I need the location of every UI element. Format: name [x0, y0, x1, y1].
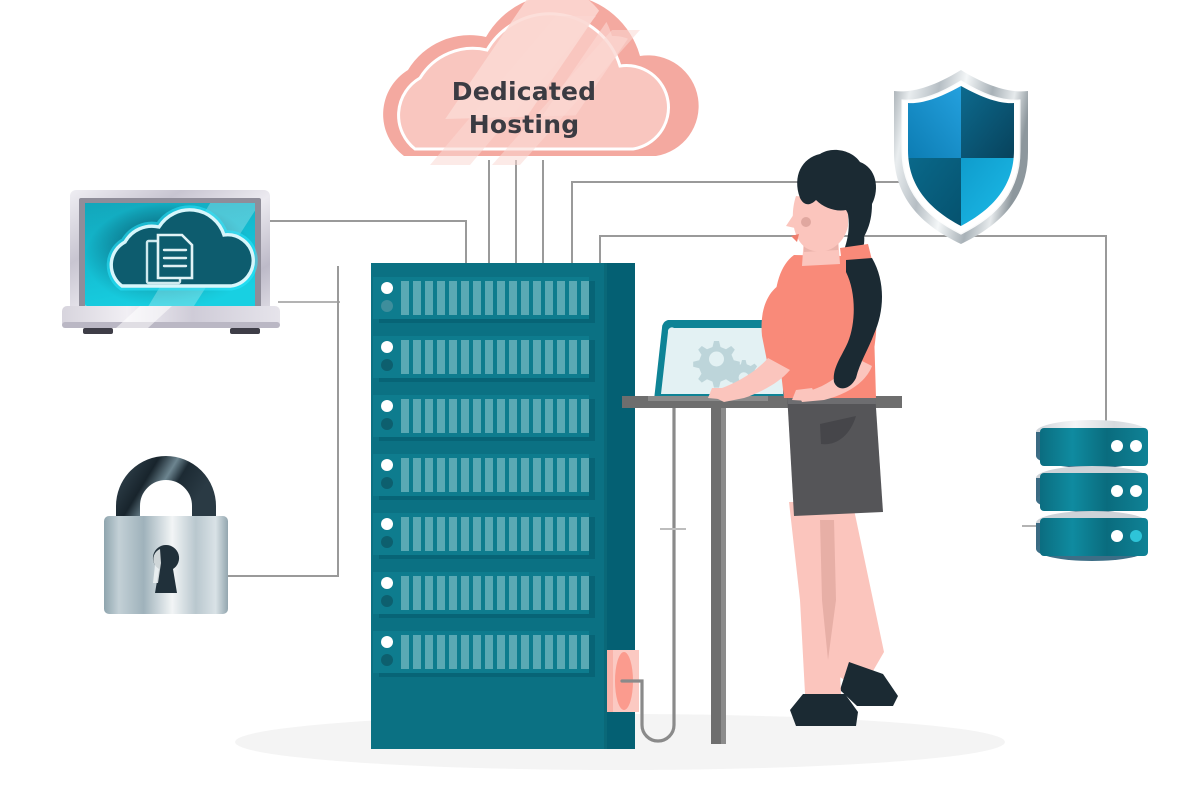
- person-hair-side: [844, 206, 865, 258]
- shield-highlight: [901, 80, 1021, 235]
- cloud-label-line2: Hosting: [469, 110, 580, 139]
- desk-leg-left-highlight: [721, 404, 726, 744]
- cloud-ring-highlight: [430, 16, 640, 165]
- database-led: [1130, 440, 1142, 452]
- server-unit: [373, 395, 595, 441]
- administrator-person: [708, 149, 898, 726]
- person-leg-front-shade: [820, 520, 836, 660]
- database-led: [1130, 485, 1142, 497]
- server-unit-bars: [401, 576, 589, 610]
- laptop-base-highlight: [116, 306, 172, 328]
- person-shoe-front: [790, 694, 858, 726]
- database-disk-3-body: [1040, 518, 1148, 556]
- server-led-off: [381, 418, 393, 430]
- server-units: [373, 277, 595, 677]
- workstation-group: [622, 149, 902, 744]
- person-shoe-back: [840, 662, 898, 706]
- laptop-foot-right: [230, 328, 260, 334]
- server-unit: [373, 277, 595, 323]
- cloud-with-documents-icon: [106, 205, 258, 291]
- document-lines-icon: [162, 248, 188, 268]
- server-led-on: [381, 459, 393, 471]
- person-nose: [786, 214, 795, 228]
- work-laptop: [654, 320, 789, 400]
- server-power-panel-edge: [607, 650, 613, 712]
- person-arm-right: [761, 282, 800, 376]
- database-disk-1-body: [1040, 428, 1148, 466]
- server-unit-bars: [401, 399, 589, 433]
- server-unit-bars: [401, 458, 589, 492]
- dedicated-hosting-cloud: Dedicated Hosting: [383, 0, 699, 165]
- server-unit-bars: [401, 635, 589, 669]
- server-led-off: [381, 654, 393, 666]
- padlock: [104, 456, 228, 614]
- server-led-off: [381, 359, 393, 371]
- person-ear: [801, 217, 811, 227]
- server-led-off: [381, 477, 393, 489]
- connector-laptop-to-server: [262, 220, 467, 266]
- cloud-storage-laptop: [62, 190, 280, 334]
- server-unit-bars: [401, 281, 589, 315]
- server-unit: [373, 513, 595, 559]
- document-front-icon: [156, 233, 194, 280]
- database-stack: [1036, 420, 1148, 561]
- server-led-off: [381, 595, 393, 607]
- person-face: [792, 196, 848, 252]
- database-disk-2-body: [1040, 473, 1148, 511]
- server-power-cable: [620, 405, 676, 743]
- person-ponytail: [833, 258, 882, 389]
- cloud-label-line1: Dedicated: [452, 77, 596, 106]
- server-unit: [373, 454, 595, 500]
- security-shield: [894, 70, 1028, 244]
- laptop-base-edge: [62, 322, 280, 328]
- server-led-on: [381, 341, 393, 353]
- server-led-on: [381, 636, 393, 648]
- database-led: [1111, 530, 1123, 542]
- server-unit-bars: [401, 340, 589, 374]
- server-led-on: [381, 400, 393, 412]
- server-unit: [373, 336, 595, 382]
- person-hand-left: [792, 388, 816, 401]
- padlock-shackle: [116, 456, 216, 518]
- server-unit: [373, 572, 595, 618]
- person-skirt: [787, 393, 883, 516]
- database-led: [1111, 485, 1123, 497]
- padlock-keyhole-highlight: [153, 549, 161, 583]
- database-led-active: [1130, 530, 1142, 542]
- desk-top-highlight: [648, 396, 768, 401]
- database-led: [1111, 440, 1123, 452]
- server-side-seam: [604, 263, 607, 749]
- server-unit-bars: [401, 517, 589, 551]
- connector-padlock-to-server: [228, 266, 339, 577]
- person-lips: [791, 234, 799, 242]
- server-led-off: [381, 536, 393, 548]
- server-led-on: [381, 282, 393, 294]
- laptop-foot-left: [83, 328, 113, 334]
- server-unit: [373, 631, 595, 677]
- gear-large-hole: [709, 351, 724, 367]
- person-skirt-fold: [820, 416, 856, 445]
- server-rack: [371, 263, 686, 749]
- server-led-on: [381, 518, 393, 530]
- server-led-on: [381, 577, 393, 589]
- server-led-off: [381, 300, 393, 312]
- person-hand-right: [708, 388, 734, 400]
